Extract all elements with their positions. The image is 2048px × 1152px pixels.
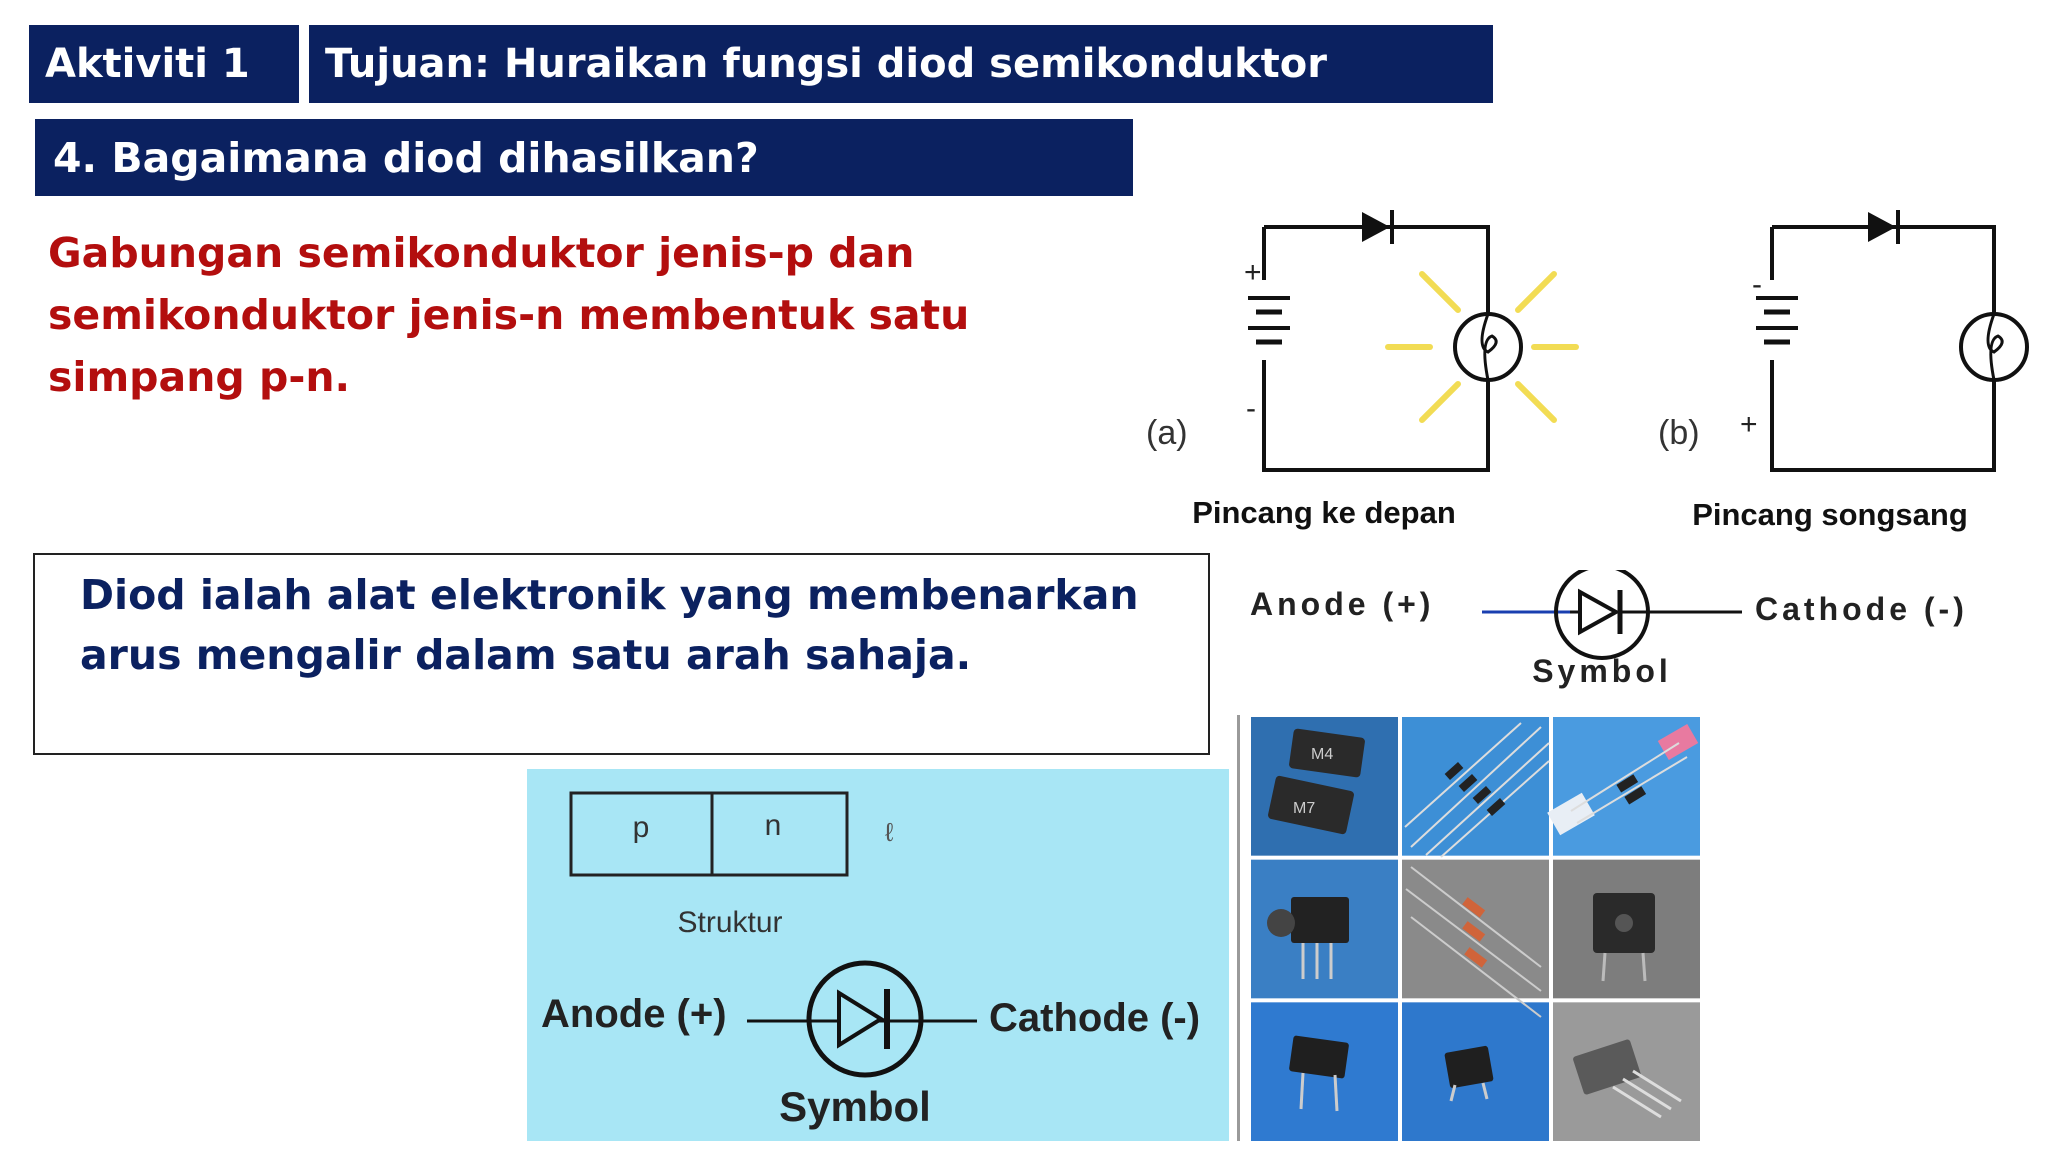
smd-bridge-icon bbox=[1444, 1045, 1494, 1102]
definition-box bbox=[33, 553, 1210, 755]
reverse-bias-circuit: - + (b) Pincang songsang bbox=[1658, 210, 2029, 532]
taped-diodes-icon bbox=[1547, 723, 1699, 836]
smd-diodes-icon: M4 M7 bbox=[1268, 728, 1365, 835]
lamp-icon bbox=[1959, 312, 2029, 382]
forward-bias-caption: Pincang ke depan bbox=[1192, 495, 1456, 530]
activity-label: Aktiviti 1 bbox=[29, 25, 299, 103]
square-bridge-icon bbox=[1593, 893, 1655, 982]
structure-label: Struktur bbox=[677, 906, 782, 939]
forward-bias-circuit: + - (a) Pincang ke depan bbox=[1146, 210, 1579, 530]
answer-text: Gabungan semikonduktor jenis-p dan semik… bbox=[48, 229, 970, 401]
cathode-label: Cathode (-) bbox=[1755, 591, 1968, 627]
smd-mark-1: M4 bbox=[1311, 746, 1333, 763]
diode-symbol-icon bbox=[1578, 588, 1621, 636]
diode-symbol-icon bbox=[837, 989, 885, 1049]
diode-symbol-small: Anode (+) Cathode (-) Symbol bbox=[1250, 570, 1968, 689]
lamp-icon bbox=[1453, 312, 1523, 382]
anode-label-large: Anode (+) bbox=[541, 992, 727, 1036]
diode-icon bbox=[1362, 212, 1390, 242]
battery-negative-sign: - bbox=[1752, 268, 1762, 301]
diode-photo-grid: M4 M7 bbox=[1251, 717, 1700, 1141]
cathode-label-large: Cathode (-) bbox=[989, 996, 1200, 1040]
smd-mark-2: M7 bbox=[1293, 800, 1315, 817]
bridge-rectifier-icon bbox=[1267, 897, 1349, 979]
symbol-label-large: Symbol bbox=[779, 1083, 931, 1130]
n-region-label: n bbox=[765, 809, 782, 842]
question-banner: 4. Bagaimana diod dihasilkan? bbox=[35, 119, 1133, 196]
divider bbox=[1237, 715, 1240, 1141]
orange-diodes-icon bbox=[1405, 866, 1542, 1018]
battery-positive-sign: + bbox=[1740, 408, 1758, 441]
diode-icon bbox=[1868, 212, 1896, 242]
objective-text: Tujuan: Huraikan fungsi diod semikondukt… bbox=[325, 41, 1327, 87]
bias-circuits-diagram: + - (a) Pincang ke depan - + (b) Pincang… bbox=[1146, 210, 2029, 532]
structure-panel: p n ℓ Struktur Anode (+) Cathode (-) Sym… bbox=[527, 769, 1229, 1141]
mark-icon: ℓ bbox=[885, 817, 894, 847]
activity-text: Aktiviti 1 bbox=[45, 41, 250, 87]
inline-bridge-icon bbox=[1573, 1039, 1682, 1119]
battery-negative-sign: - bbox=[1246, 392, 1256, 425]
anode-label: Anode (+) bbox=[1250, 586, 1434, 622]
circuit-b-label: (b) bbox=[1658, 414, 1700, 452]
battery-positive-sign: + bbox=[1244, 256, 1262, 289]
question-text: 4. Bagaimana diod dihasilkan? bbox=[53, 133, 759, 182]
axial-diodes-icon bbox=[1404, 722, 1550, 858]
p-region-label: p bbox=[633, 811, 650, 844]
circuit-a-label: (a) bbox=[1146, 414, 1188, 452]
symbol-label: Symbol bbox=[1532, 653, 1672, 689]
objective-banner: Tujuan: Huraikan fungsi diod semikondukt… bbox=[309, 25, 1493, 103]
axial-diode-bodies bbox=[1444, 762, 1506, 816]
reverse-bias-caption: Pincang songsang bbox=[1692, 497, 1968, 532]
small-bridge-icon bbox=[1289, 1035, 1349, 1112]
definition-text: Diod ialah alat elektronik yang membenar… bbox=[80, 571, 1139, 679]
glow-rays-icon bbox=[1385, 271, 1579, 423]
